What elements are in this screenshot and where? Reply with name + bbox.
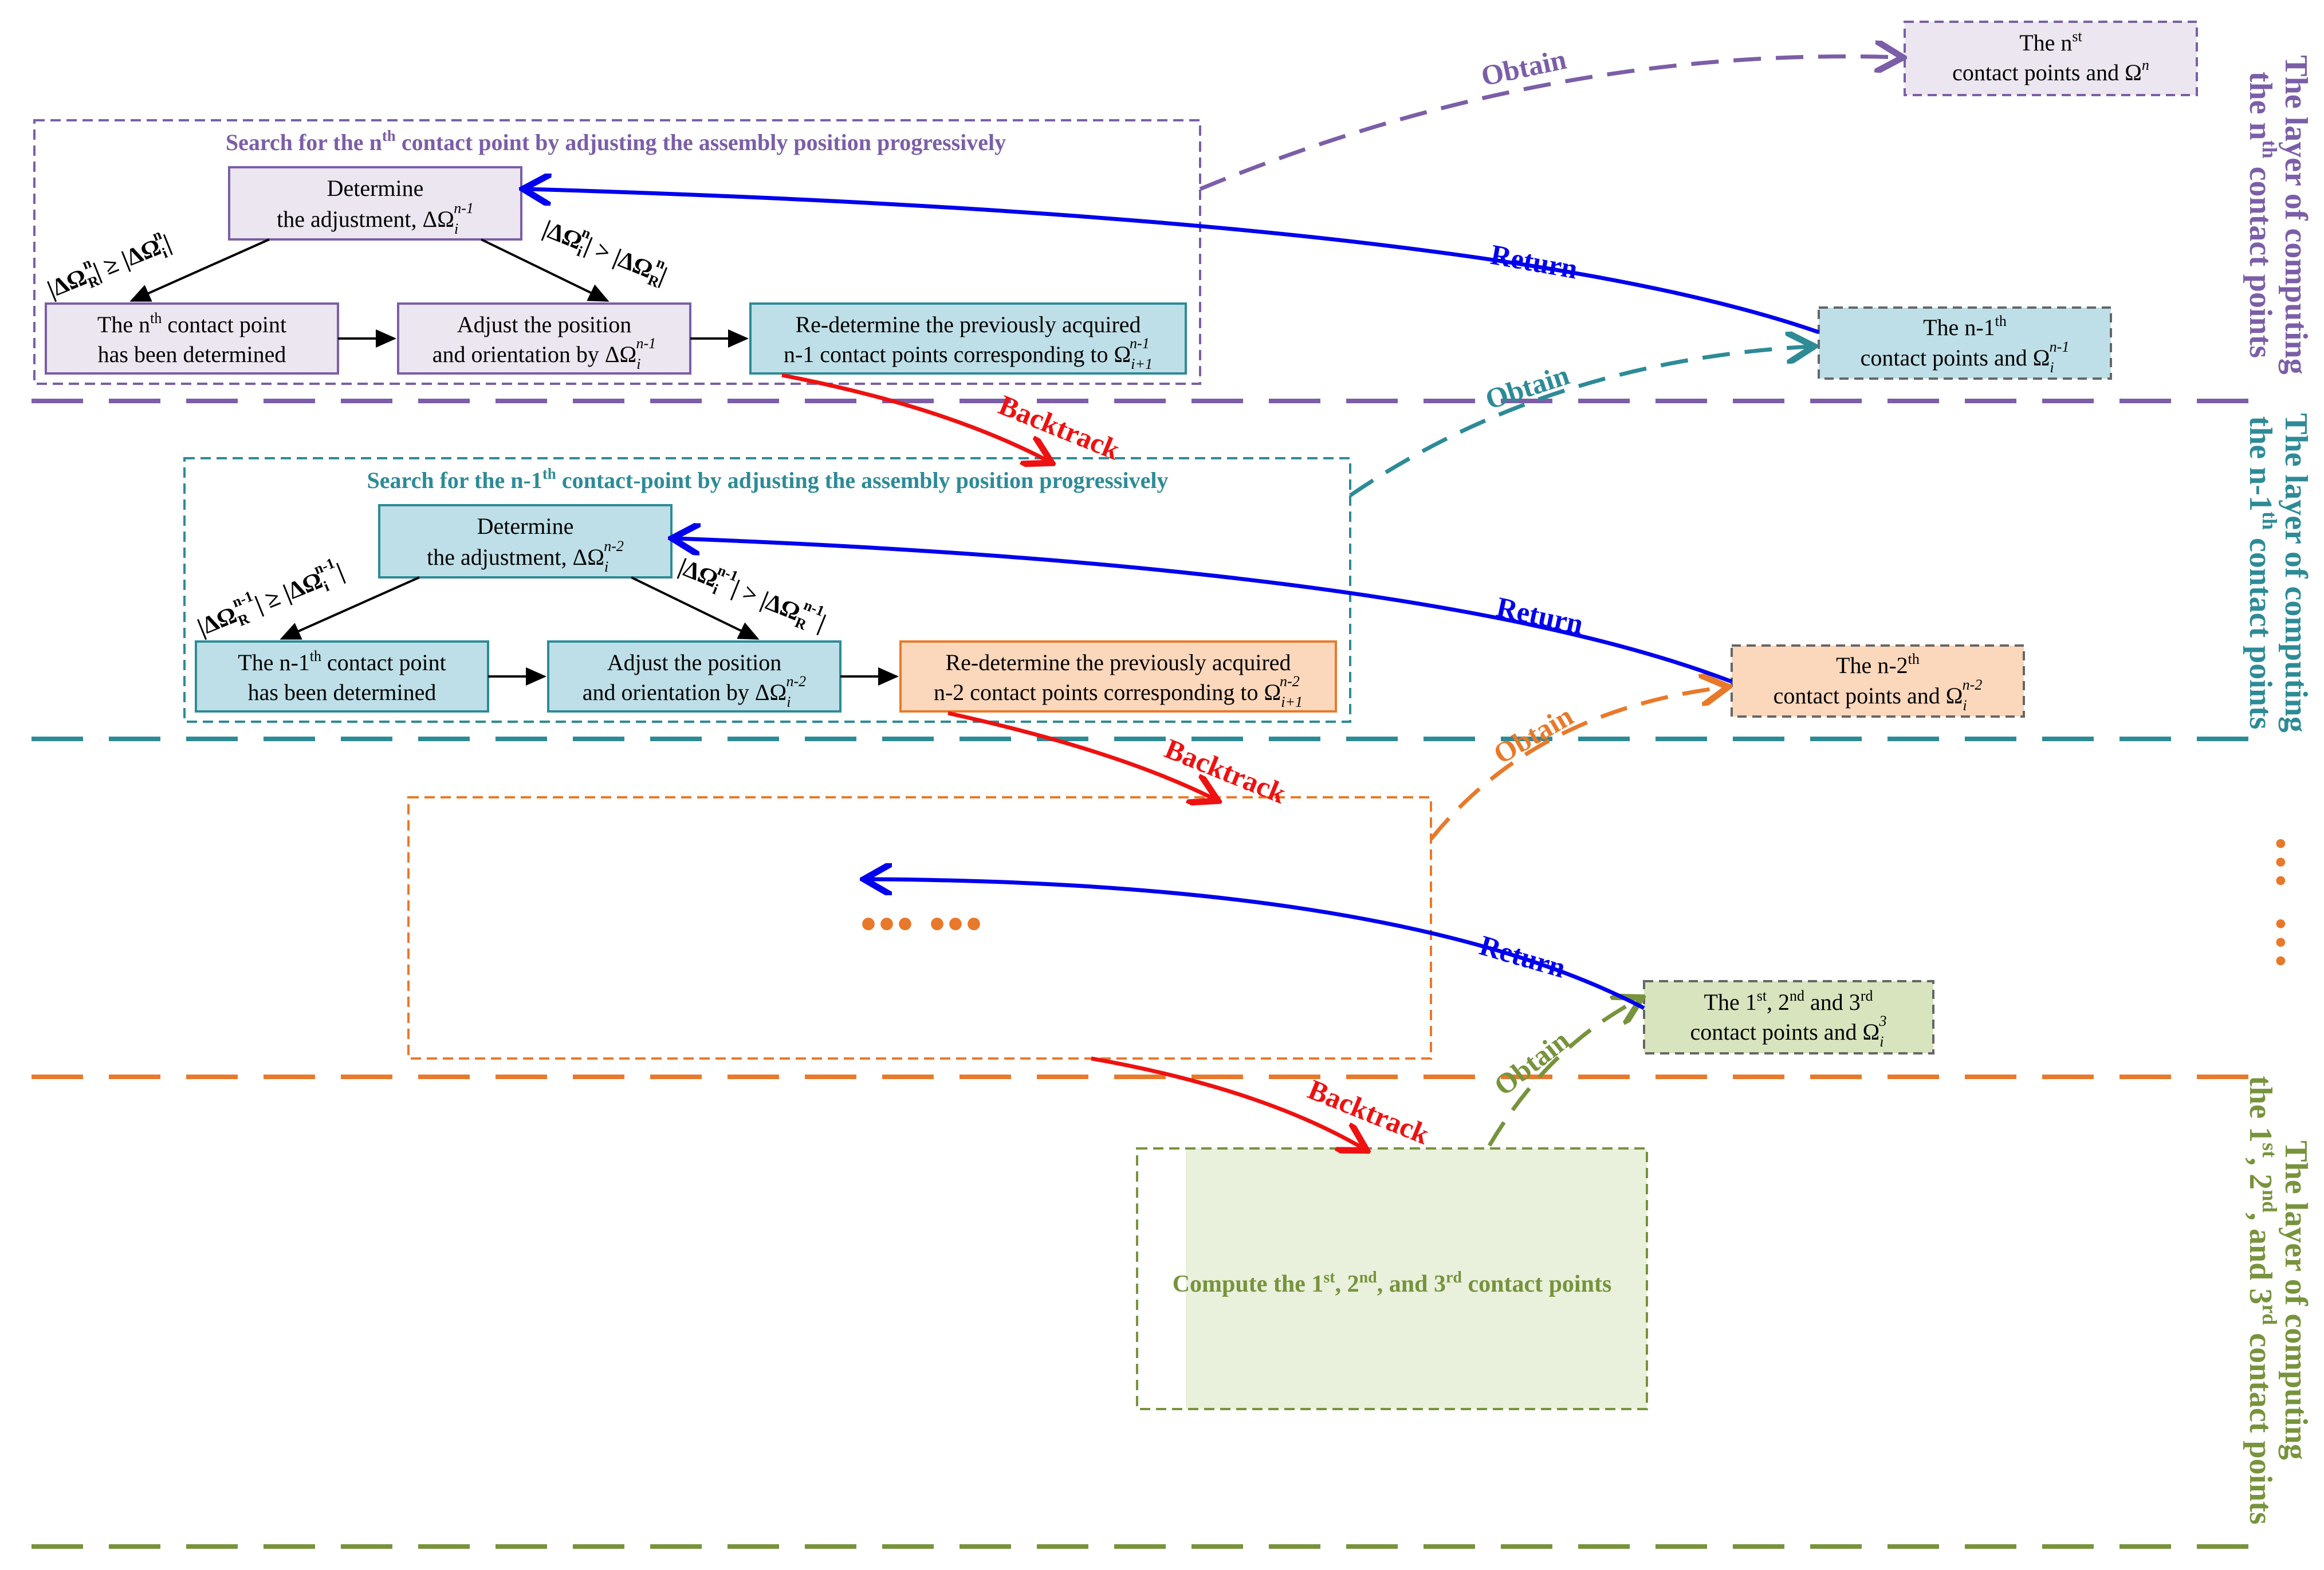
result-n1th-line2: contact points and Ωin-1 [1861,339,2070,376]
section-n1th-frame [183,457,1351,723]
first3-compute-fill [1186,1148,1647,1409]
svg-text:… …: … … [2265,835,2324,975]
obtain-label-orange: Obtain [1488,699,1579,770]
obtain-label-purple: Obtain [1478,43,1570,92]
n1th-determined-line1: The n-1th contact point [238,648,446,675]
nth-condition-right: |ΔΩin| > |ΔΩRn| [538,210,673,292]
nth-determine-line2: the adjustment, ΔΩin-1 [277,200,474,237]
section-n1th: Search for the n-1th contact-point by ad… [183,457,1351,723]
nth-condition-left: |ΔΩRn| ≥ |ΔΩin| [41,224,176,306]
n1th-adjust-line1: Adjust the position [607,650,781,675]
n1th-arrow-to-adjust [631,576,760,640]
section-first3: Compute the 1st, 2nd, and 3rd contact po… [1136,1147,1648,1410]
obtain-arrow-green [1487,1000,1638,1147]
backtrack-label-bottom: Backtrack [1304,1073,1434,1150]
result-nth-line1: The nst [2019,28,2082,56]
layer-label-dots: … … [2265,835,2324,975]
result-n1th-line1: The n-1th [1923,313,2007,340]
layer-label-n-line1: The layer of computing [2278,55,2314,374]
section-nth: Search for the nth contact point by adju… [33,119,1201,385]
n1th-determine-line1: Determine [477,513,574,539]
return-label-bottom: Return [1476,929,1569,984]
result-n2th-line1: The n-2th [1836,651,1920,678]
return-label-top: Return [1488,238,1580,285]
nth-arrow-to-determined [129,238,270,302]
n1th-condition-right: |ΔΩin-1| > |ΔΩRn-1| [674,548,832,639]
obtain-label-green: Obtain [1488,1024,1575,1102]
result-n2th-line2: contact points and Ωin-2 [1774,676,1983,714]
n1th-determined-box[interactable] [195,640,489,713]
return-arrow-bottom [868,879,1645,1010]
nth-determined-line2: has been determined [98,341,286,367]
nth-determine-box[interactable] [228,166,522,241]
section-nth-title: Search for the nth contact point by adju… [226,127,1006,155]
layer-label-123-line2: the 1st, 2nd, and 3rd contact points [2243,1076,2281,1524]
nth-determined-box[interactable] [45,302,339,375]
obtain-arrow-teal [1349,347,1810,497]
result-n2th[interactable]: The n-2th contact points and Ωin-2 [1731,644,2025,718]
return-label-mid: Return [1494,591,1586,640]
result-n1th[interactable]: The n-1th contact points and Ωin-1 [1818,306,2112,380]
backtrack-arrow-mid [947,711,1214,799]
nth-adjust-box[interactable] [397,302,691,375]
nth-arrow-to-adjust [481,238,609,302]
layer-label-123: The layer of computing the 1st, 2nd, and… [2243,1076,2314,1524]
nth-adjust-line1: Adjust the position [457,312,631,337]
result-first3-line1: The 1st, 2nd and 3rd [1704,987,1873,1015]
n1th-redetermine-box[interactable] [899,640,1337,713]
result-first3-line2: contact points and Ωi3 [1690,1013,1887,1050]
layer-label-n1: The layer of computing the n-1th contact… [2243,413,2314,732]
layer-label-123-line1: The layer of computing [2278,1140,2314,1459]
return-arrow-mid [676,538,1733,684]
n1th-adjust-box[interactable] [547,640,841,713]
n1th-condition-left: |ΔΩRn-1| ≥ |ΔΩin-1| [191,553,349,644]
section-dots: ••• ••• [407,796,1432,1060]
section-nth-frame [33,119,1201,385]
n1th-determined-line2: has been determined [248,679,437,705]
layer-label-n: The layer of computing the nth contact p… [2243,55,2314,374]
obtain-label-teal: Obtain [1481,359,1573,416]
n1th-determine-line2: the adjustment, ΔΩin-2 [427,538,624,575]
result-first3[interactable]: The 1st, 2nd and 3rd contact points and … [1643,980,1934,1054]
return-arrow-top [527,189,1820,335]
n1th-adjust-line2: and orientation by ΔΩin-2 [583,673,806,710]
result-nth[interactable]: The nst contact points and Ωn [1904,21,2198,96]
nth-determine-line1: Determine [327,175,424,201]
nth-adjust-line2: and orientation by ΔΩin-1 [432,335,656,372]
n1th-arrow-to-determined [280,576,420,640]
layer-label-n1-line1: The layer of computing [2278,413,2314,732]
backtrack-arrow-bottom [1091,1056,1363,1148]
obtain-arrow-purple [1199,57,1899,191]
nth-redetermine-line2: n-1 contact points corresponding to Ωi+1… [784,335,1153,372]
n1th-redetermine-line2: n-2 contact points corresponding to Ωi+1… [934,673,1303,710]
obtain-arrow-orange [1429,687,1724,841]
backtrack-arrow-top [781,373,1048,461]
nth-determined-line1: The nth contact point [97,310,286,337]
n1th-determine-box[interactable] [378,504,673,579]
layer-label-n1-line2: the n-1th contact points [2243,416,2281,730]
nth-redetermine-line1: Re-determine the previously acquired [795,312,1141,337]
first3-compute-label: Compute the 1st, 2nd, and 3rd contact po… [1173,1269,1612,1297]
result-nth-line2: contact points and Ωn [1952,57,2149,85]
layer-label-n-line2: the nth contact points [2243,72,2281,358]
section-dots-ellipsis: ••• ••• [860,899,984,950]
section-n1th-title: Search for the n-1th contact-point by ad… [367,465,1169,493]
n1th-redetermine-line1: Re-determine the previously acquired [945,650,1291,675]
nth-redetermine-box[interactable] [749,302,1187,375]
